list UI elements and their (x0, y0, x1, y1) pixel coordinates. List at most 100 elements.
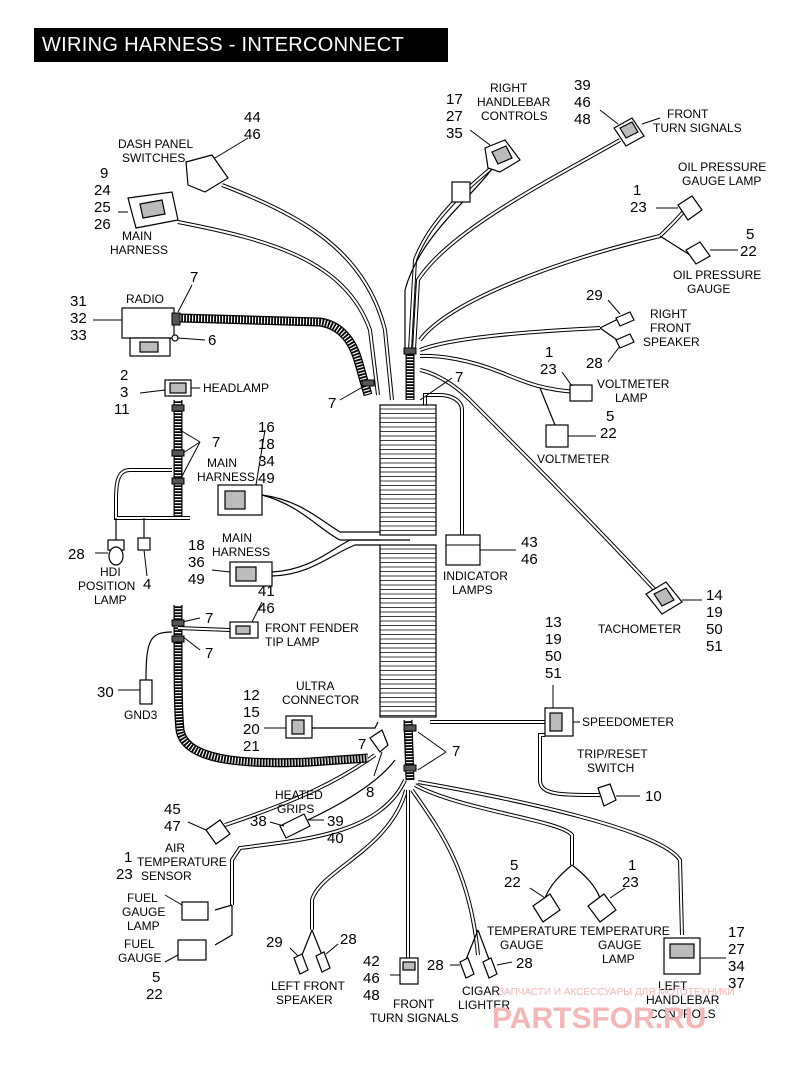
hdi-position-lamp (95, 537, 151, 577)
label-speedometer: SPEEDOMETER (582, 715, 674, 729)
watermark-tagline: ЗАПЧАСТИ И АКСЕССУАРЫ ДЛЯ МОТОТЕХНИКИ (498, 987, 735, 998)
callout-ultra-clip: 8 (366, 784, 374, 801)
callout-fender-tie-upper: 7 (205, 610, 213, 627)
ultra-connector (264, 715, 389, 777)
temperature-gauge-connector (529, 887, 561, 923)
label-radio: RADIO (126, 292, 164, 306)
diagram-title: WIRING HARNESS - INTERCONNECT (34, 28, 448, 62)
air-temperature-sensor (187, 819, 231, 845)
callout-radio-screw: 6 (208, 332, 216, 349)
callout-gnd3: 30 (97, 684, 114, 701)
callout-heated-grips-left: 38 (250, 813, 267, 830)
callout-left-speaker-b: 28 (340, 931, 357, 948)
front-turn-signals-top-connector (599, 109, 661, 147)
label-voltmeter: VOLTMETER (537, 452, 610, 466)
voltmeter-lamp-connector (561, 371, 593, 402)
callout-ultra-tie: 7 (358, 736, 366, 753)
callout-trip-reset: 10 (645, 788, 662, 805)
callout-cigar-a: 28 (427, 957, 444, 974)
callout-upper-tie-right: 7 (455, 369, 463, 386)
trunk-upper-section (379, 404, 437, 536)
callout-right-speaker-a: 29 (586, 287, 603, 304)
callout-cigar-b: 28 (516, 955, 533, 972)
left-handlebar-connector (663, 937, 726, 975)
temperature-gauge-lamp-connector (587, 887, 626, 923)
headlamp-connector (139, 379, 200, 397)
label-gnd3: GND3 (124, 708, 158, 722)
callout-fender-tie-lower: 7 (205, 645, 213, 662)
callout-radio-tie: 7 (190, 269, 198, 286)
cable-tie-leaders (179, 377, 453, 771)
main-harness-top-connector (118, 191, 179, 229)
label-headlamp: HEADLAMP (203, 381, 269, 395)
main-harness-mid-connector (217, 429, 266, 516)
callout-lower-ties: 7 (452, 743, 460, 760)
trunk-lower-section (379, 544, 437, 718)
oil-pressure-gauge-connector (685, 241, 738, 265)
fuel-gauge-lamp-connector (164, 894, 209, 921)
callout-left-speaker-a: 29 (266, 934, 283, 951)
wires (114, 138, 691, 963)
indicator-lamps-connector (445, 534, 516, 566)
watermark: ЗАПЧАСТИ И АКСЕССУАРЫ ДЛЯ МОТОТЕХНИКИ PA… (492, 987, 735, 1035)
gnd3-terminal (118, 679, 153, 705)
watermark-logo: PARTSFOR.RU (492, 1002, 706, 1035)
label-tachometer: TACHOMETER (598, 622, 681, 636)
speedometer-connector (544, 685, 580, 737)
callout-headlamp-ties: 7 (212, 434, 220, 451)
callout-hdi-socket: 4 (143, 576, 151, 593)
fuel-gauge-connector (164, 939, 207, 963)
voltmeter-connector (545, 424, 596, 448)
main-trunk-conduit (379, 404, 437, 718)
oil-pressure-gauge-lamp-connector (656, 195, 703, 221)
left-front-speaker-terminals (289, 943, 339, 975)
callout-right-speaker-b: 28 (586, 355, 603, 372)
cigar-lighter-terminals (450, 957, 513, 979)
tachometer-connector (645, 581, 702, 615)
heated-grips-connector (269, 813, 324, 839)
